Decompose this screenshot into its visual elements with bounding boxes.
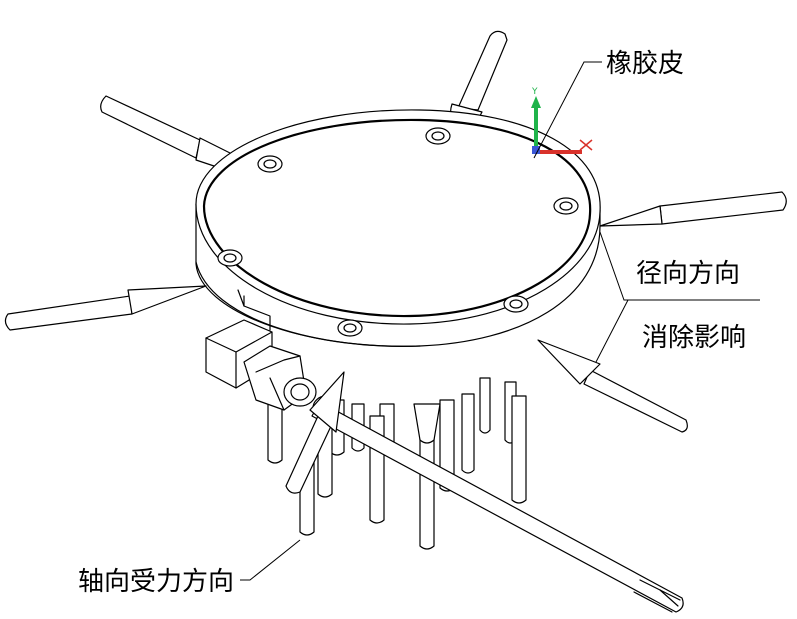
radial-arrow-left [4,285,207,331]
axial-arrow [285,371,345,494]
ucs-y-label: Y [531,87,538,97]
label-axial-force-direction: 轴向受力方向 [78,567,234,597]
cover-screws [217,127,579,337]
radial-arrow-lower-right [537,339,688,433]
sensor-disc [195,109,601,347]
ucs-axis-indicator: Y [531,87,593,154]
label-eliminate-influence: 消除影响 [642,323,746,353]
cable [311,401,684,613]
radial-arrow-right [599,191,787,227]
label-radial-direction: 径向方向 [636,259,740,289]
radial-arrow-upper-left [100,95,237,171]
label-rubber: 橡胶皮 [606,49,684,79]
leader-lines [240,61,760,581]
